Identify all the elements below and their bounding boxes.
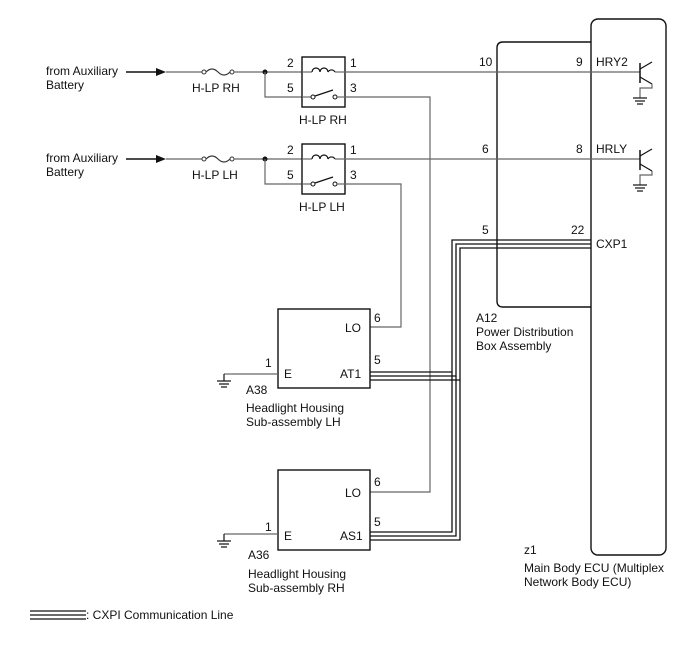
ecu-hry2: HRY2 <box>596 55 628 69</box>
lh-source-arrow <box>126 155 166 163</box>
headlight-rh-code: A36 <box>248 548 270 562</box>
pdb-name-line2: Box Assembly <box>476 339 551 353</box>
relay-lh-pin3: 3 <box>350 168 357 182</box>
headlight-rh-name-line1: Headlight Housing <box>248 567 346 581</box>
relay-rh <box>301 56 346 108</box>
ecu-cxp1: CXP1 <box>596 237 628 251</box>
headlight-rh-as: AS1 <box>340 529 363 543</box>
headlight-rh-lo: LO <box>345 486 361 500</box>
rh-source-arrow <box>126 68 166 76</box>
headlight-rh-as-pin: 5 <box>374 515 381 529</box>
ecu-name-line1: Main Body ECU (Multiplex <box>524 561 664 575</box>
headlight-lh-lo-pin: 6 <box>374 311 381 325</box>
relay-rh-pin2: 2 <box>287 56 294 70</box>
source-lh-line2: Battery <box>46 165 84 179</box>
ecu-code: z1 <box>524 543 537 557</box>
power-distribution-box <box>496 41 591 308</box>
headlight-lh-box <box>277 308 371 389</box>
ground-ecu-2-icon <box>633 184 647 192</box>
fuse-lh-label: H-LP LH <box>192 168 238 182</box>
headlight-lh-e: E <box>284 367 292 381</box>
relay-lh <box>301 143 346 195</box>
ecu-pin22: 22 <box>571 223 585 237</box>
relay-rh-pin3: 3 <box>350 81 357 95</box>
legend-cxpi-swatch <box>30 610 86 620</box>
source-rh-line1: from Auxiliary <box>46 64 118 78</box>
ground-lh-icon <box>217 374 231 388</box>
pdb-name-line1: Power Distribution <box>476 325 573 339</box>
relay-rh-label: H-LP RH <box>299 113 347 127</box>
relay-lh-switch <box>314 176 334 184</box>
ecu-pin9: 9 <box>576 55 583 69</box>
ecu-name-line2: Network Body ECU) <box>524 575 631 589</box>
relay-lh-coil <box>311 154 336 162</box>
source-rh-line2: Battery <box>46 78 84 92</box>
pdb-pin5: 5 <box>482 223 489 237</box>
headlight-lh-e-pin: 1 <box>265 356 272 370</box>
legend-label: : CXPI Communication Line <box>86 608 234 622</box>
transistor-hrly <box>591 148 653 185</box>
fuse-lh <box>166 155 235 163</box>
relay-rh-switch <box>314 89 334 97</box>
pdb-pin6: 6 <box>482 142 489 156</box>
relay-lh-label: H-LP LH <box>299 200 345 214</box>
pdb-pin10: 10 <box>479 55 493 69</box>
cxpi-line <box>370 239 591 541</box>
ecu-hrly: HRLY <box>596 142 627 156</box>
headlight-rh-box <box>277 469 371 551</box>
headlight-rh-e: E <box>284 529 292 543</box>
headlight-lh-at: AT1 <box>340 367 361 381</box>
headlight-rh-e-pin: 1 <box>265 520 272 534</box>
relay-rh-pin1: 1 <box>350 56 357 70</box>
transistor-hry2 <box>591 61 653 98</box>
headlight-lh-at-pin: 5 <box>374 353 381 367</box>
source-lh-line1: from Auxiliary <box>46 151 118 165</box>
ground-rh-icon <box>217 534 231 548</box>
headlight-lh-lo: LO <box>345 321 361 335</box>
ground-ecu-1-icon <box>633 97 647 105</box>
pdb-code: A12 <box>476 311 498 325</box>
relay-rh-pin5: 5 <box>287 81 294 95</box>
relay-rh-coil <box>311 67 336 75</box>
headlight-rh-name-line2: Sub-assembly RH <box>248 581 345 595</box>
relay-lh-pin1: 1 <box>350 143 357 157</box>
headlight-lh-code: A38 <box>246 383 268 397</box>
fuse-rh <box>166 68 235 76</box>
headlight-rh-lo-pin: 6 <box>374 475 381 489</box>
headlight-lh-name-line1: Headlight Housing <box>246 401 344 415</box>
relay-lh-pin2: 2 <box>287 143 294 157</box>
ecu-pin8: 8 <box>576 142 583 156</box>
headlight-lh-name-line2: Sub-assembly LH <box>246 415 341 429</box>
main-body-ecu-box <box>590 18 667 556</box>
fuse-rh-label: H-LP RH <box>192 81 240 95</box>
relay-lh-pin5: 5 <box>287 168 294 182</box>
